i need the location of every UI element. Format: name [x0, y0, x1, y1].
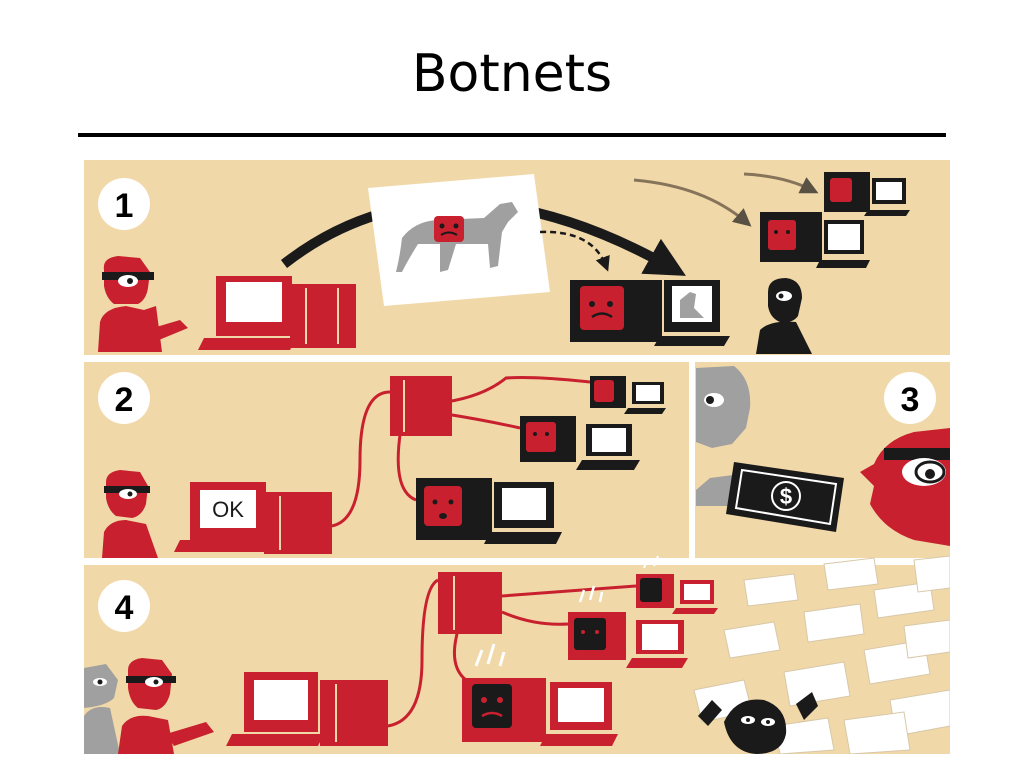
spread-arrow-2: [743, 172, 819, 194]
infected-computer-2: [760, 212, 870, 268]
hacker-figure-4: [118, 658, 214, 754]
hacker-figure-2: [102, 470, 158, 558]
svg-text:2: 2: [115, 381, 134, 419]
network-cable-5: [387, 578, 439, 728]
panel-2-number-badge: 2: [98, 372, 150, 424]
botnet-illustration: 1: [84, 160, 950, 754]
network-cable-3: [445, 376, 591, 404]
panel-3: 3 $: [696, 366, 950, 546]
money-banknote: $: [726, 462, 844, 532]
panel-divider-3: [689, 358, 695, 561]
panel-1: 1: [98, 172, 910, 354]
trojan-horse-document: [368, 174, 550, 306]
svg-text:3: 3: [901, 381, 920, 419]
spread-arrow-1: [633, 178, 752, 227]
command-server-4: [438, 572, 502, 634]
slide-title: Botnets: [411, 44, 613, 104]
network-cable-4: [445, 412, 521, 430]
panel-4-number-badge: 4: [98, 580, 150, 632]
dollar-sign: $: [780, 484, 792, 509]
panel-divider-1: [84, 355, 950, 362]
hacker-computer: [198, 276, 356, 350]
panel-4: 4: [84, 555, 950, 754]
zombie-computer-2: [520, 416, 640, 470]
zombie-computer-3: [590, 376, 666, 414]
zombie-computer-1: [416, 478, 562, 544]
network-cable-1: [331, 390, 391, 528]
hacker-computer-4: [226, 672, 388, 746]
hacker-face-3: [860, 428, 950, 546]
network-cable-6: [452, 629, 467, 682]
dashed-infection-arrow: [539, 230, 610, 272]
network-cable-7: [501, 584, 637, 598]
panel-3-number-badge: 3: [884, 372, 936, 424]
angry-zombie-computer-3: [636, 555, 718, 614]
spammer-figure: [84, 664, 120, 754]
overwhelmed-recipient: [698, 692, 818, 754]
network-cable-8: [501, 610, 569, 626]
infected-computer-1: [570, 280, 730, 346]
panel-2: 2 OK: [98, 372, 666, 558]
svg-text:1: 1: [115, 187, 134, 225]
panel-divider-2: [84, 558, 950, 565]
victim-figure: [756, 278, 812, 354]
spam-envelopes: [693, 555, 950, 754]
hacker-figure: [98, 256, 188, 352]
hacker-computer-ok: OK: [174, 482, 332, 554]
svg-text:4: 4: [115, 589, 134, 627]
command-server: [390, 376, 452, 436]
panel-1-number-badge: 1: [98, 178, 150, 230]
angry-zombie-computer-2: [568, 585, 688, 668]
angry-zombie-computer-1: [462, 643, 618, 746]
infected-computer-3: [824, 172, 910, 216]
title-divider: [78, 133, 946, 137]
ok-screen-text: OK: [212, 497, 244, 522]
